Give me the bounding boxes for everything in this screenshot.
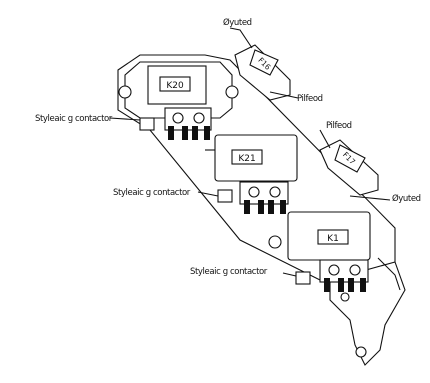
- leader-top-right: [229, 27, 253, 49]
- leader-fuse-2: [319, 129, 331, 149]
- label-contactor-2: Styleaic g contactor: [113, 188, 191, 198]
- label-top-right: Øyuted: [223, 17, 252, 28]
- fuse-f17: F17: [319, 139, 379, 196]
- relay-k1-label: K1: [327, 234, 339, 244]
- label-contactor-3: Styleaic g contactor: [190, 267, 268, 277]
- label-fuse-2: Pilfeod: [326, 121, 352, 131]
- bracket-hole-2: [340, 292, 350, 302]
- relay-k21: K21: [205, 134, 298, 214]
- leader-mid-right: [349, 195, 391, 201]
- leader-contactor-3: [282, 272, 297, 277]
- relay-k21-label: K21: [238, 154, 255, 164]
- label-mid-right: Øyuted: [392, 193, 421, 204]
- relay-k1: K1: [268, 211, 401, 292]
- label-contactor-1: Styleaic g contactor: [35, 114, 113, 124]
- leader-fuse-1: [269, 91, 299, 99]
- relay-k20: K20: [118, 61, 239, 140]
- bracket-hole: [355, 346, 367, 358]
- label-fuse-1: Pilfeod: [297, 94, 323, 104]
- fuse-f16: F16: [234, 44, 291, 101]
- relay-k20-label: K20: [166, 81, 184, 91]
- leader-contactor-2: [197, 191, 219, 197]
- leader-contactor-1: [109, 117, 141, 121]
